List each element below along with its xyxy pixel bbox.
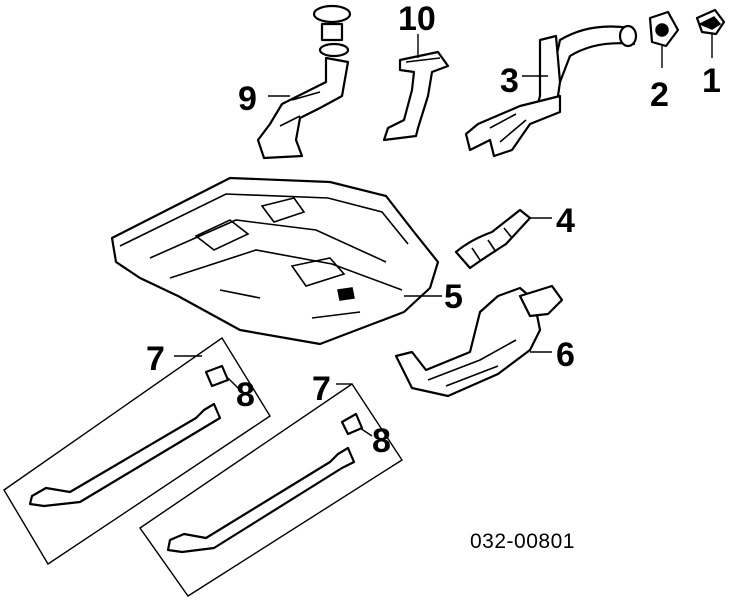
callout-4: 4 [556, 202, 575, 240]
part-4-hose [454, 208, 532, 270]
callout-9: 9 [238, 80, 257, 118]
part-6-protector [394, 284, 564, 398]
part-5-fuel-tank [110, 176, 440, 346]
callout-8b: 8 [372, 422, 391, 460]
callout-1: 1 [702, 62, 721, 100]
part-2-filler-housing [648, 10, 680, 48]
callout-7a: 7 [146, 340, 165, 378]
part-code: 032-00801 [470, 530, 575, 553]
part-9-breather-pipe [256, 4, 352, 160]
callout-10: 10 [398, 0, 436, 38]
leader-8b [359, 427, 373, 437]
part-8-clip-left [204, 364, 230, 388]
callout-7b: 7 [312, 370, 331, 408]
part-1-fuel-cap [695, 8, 726, 36]
part-7-strap-right [166, 446, 356, 554]
leader-8a [227, 377, 241, 391]
part-7-strap-left [28, 402, 222, 508]
callout-3: 3 [500, 62, 519, 100]
callout-6: 6 [556, 336, 575, 374]
part-10-bracket [382, 50, 450, 142]
part-8-clip-right [340, 412, 364, 436]
callout-5: 5 [444, 278, 463, 316]
part-3-filler-neck [464, 24, 638, 158]
callout-8a: 8 [236, 376, 255, 414]
callout-2: 2 [650, 76, 669, 114]
strap-box-left [3, 337, 271, 565]
strap-box-right [139, 383, 403, 597]
